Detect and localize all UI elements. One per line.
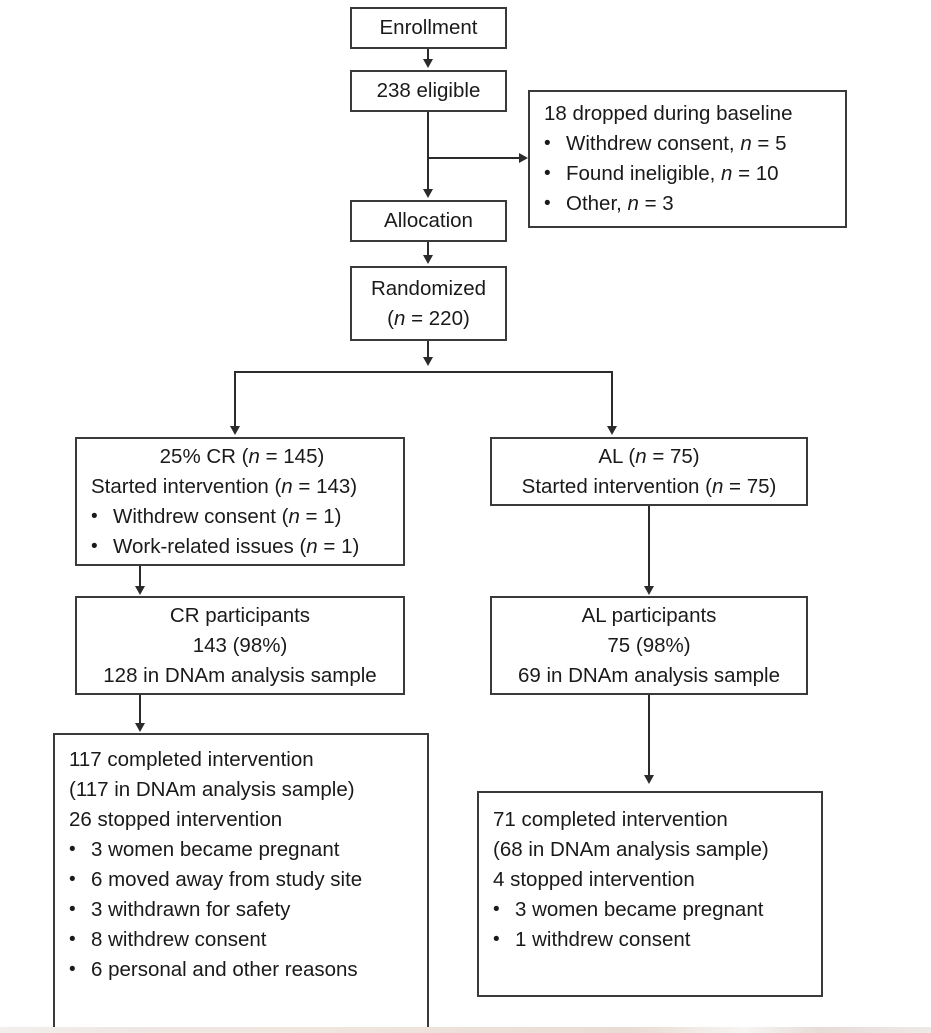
dropped-item-3-n: n xyxy=(627,192,639,215)
dropped-item-1-n: n xyxy=(740,132,752,155)
node-al-arm: AL (n = 75) Started intervention (n = 75… xyxy=(490,437,808,506)
bullet-icon: • xyxy=(493,929,500,950)
arrowhead-cr-participants-to-cr-outcome xyxy=(135,723,145,732)
node-cr-participants: CR participants 143 (98%) 128 in DNAm an… xyxy=(75,596,405,695)
cr-arm-item-1: • Withdrew consent (n = 1) xyxy=(91,502,393,532)
connector-cr-arm-to-cr-participants xyxy=(139,566,141,588)
bullet-icon: • xyxy=(493,899,500,920)
node-cr-arm: 25% CR (n = 145) Started intervention (n… xyxy=(75,437,405,566)
bullet-icon: • xyxy=(69,959,76,980)
bullet-icon: • xyxy=(69,929,76,950)
dropped-item-1-tail: = 5 xyxy=(751,132,787,155)
al-outcome-completed: 71 completed intervention xyxy=(493,808,728,831)
arrowhead-split-to-al-arm xyxy=(607,426,617,435)
cr-participants-count: 143 (98%) xyxy=(192,633,288,657)
connector-cr-participants-to-cr-outcome xyxy=(139,695,141,725)
cr-outcome-item-2: • 6 moved away from study site xyxy=(69,865,417,895)
cr-arm-title: 25% CR (n = 145) xyxy=(159,444,325,468)
node-dropped-during-baseline: 18 dropped during baseline • Withdrew co… xyxy=(528,90,847,228)
bullet-icon: • xyxy=(69,869,76,890)
page-bottom-strip xyxy=(0,1027,931,1033)
arrowhead-allocation-to-randomized xyxy=(423,255,433,264)
al-participants-dnam: 69 in DNAm analysis sample xyxy=(517,663,781,687)
arrowhead-randomized-split xyxy=(423,357,433,366)
dropped-item-2: • Found ineligible, n = 10 xyxy=(544,159,835,189)
connector-allocation-to-randomized xyxy=(427,242,429,256)
connector-enrollment-to-eligible xyxy=(427,49,429,61)
randomized-label: Randomized xyxy=(370,276,487,300)
eligible-label: 238 eligible xyxy=(376,79,481,102)
dropped-item-3: • Other, n = 3 xyxy=(544,189,835,219)
node-enrollment: Enrollment xyxy=(350,7,507,49)
al-arm-started: Started intervention (n = 75) xyxy=(521,474,777,498)
cr-arm-item-2: • Work-related issues (n = 1) xyxy=(91,532,393,562)
bullet-icon: • xyxy=(544,133,551,154)
al-participants-title: AL participants xyxy=(581,603,717,627)
connector-eligible-to-dropped xyxy=(428,157,521,159)
connector-eligible-stem xyxy=(427,112,429,190)
dropped-item-3-tail: = 3 xyxy=(638,192,674,215)
arrowhead-eligible-to-dropped xyxy=(519,153,528,163)
connector-split-right xyxy=(611,371,613,427)
connector-al-arm-to-al-participants xyxy=(648,506,650,588)
arrowhead-cr-arm-to-cr-participants xyxy=(135,586,145,595)
cr-outcome-completed-dnam: (117 in DNAm analysis sample) xyxy=(69,778,355,801)
cr-outcome-item-4: • 8 withdrew consent xyxy=(69,925,417,955)
cr-outcome-completed: 117 completed intervention xyxy=(69,748,314,771)
connector-al-participants-to-al-outcome xyxy=(648,695,650,777)
bullet-icon: • xyxy=(544,193,551,214)
dropped-heading: 18 dropped during baseline xyxy=(544,102,793,125)
allocation-label: Allocation xyxy=(384,209,473,232)
bullet-icon: • xyxy=(544,163,551,184)
connector-split-bar xyxy=(234,371,613,373)
cr-outcome-item-1: • 3 women became pregnant xyxy=(69,835,417,865)
cr-participants-title: CR participants xyxy=(169,603,311,627)
al-participants-count: 75 (98%) xyxy=(607,633,691,657)
dropped-item-2-n: n xyxy=(721,162,733,185)
enrollment-label: Enrollment xyxy=(379,16,478,39)
al-outcome-stopped: 4 stopped intervention xyxy=(493,868,695,891)
dropped-item-1-text: Withdrew consent, xyxy=(566,132,741,155)
connector-randomized-stem xyxy=(427,341,429,359)
bullet-icon: • xyxy=(91,535,98,557)
bullet-icon: • xyxy=(91,505,98,527)
bullet-icon: • xyxy=(69,839,76,860)
randomized-n: (n = 220) xyxy=(387,306,470,330)
bullet-icon: • xyxy=(69,899,76,920)
al-arm-title: AL (n = 75) xyxy=(598,444,700,468)
al-outcome-completed-dnam: (68 in DNAm analysis sample) xyxy=(493,838,769,861)
node-allocation: Allocation xyxy=(350,200,507,242)
cr-outcome-item-3: • 3 withdrawn for safety xyxy=(69,895,417,925)
al-outcome-item-1: • 3 women became pregnant xyxy=(493,895,811,925)
arrowhead-split-to-cr-arm xyxy=(230,426,240,435)
arrowhead-enrollment-to-eligible xyxy=(423,59,433,68)
cr-outcome-item-5: • 6 personal and other reasons xyxy=(69,955,417,985)
arrowhead-al-participants-to-al-outcome xyxy=(644,775,654,784)
arrowhead-al-arm-to-al-participants xyxy=(644,586,654,595)
node-al-outcome: 71 completed intervention (68 in DNAm an… xyxy=(477,791,823,997)
node-randomized: Randomized (n = 220) xyxy=(350,266,507,341)
dropped-item-2-tail: = 10 xyxy=(732,162,779,185)
cr-participants-dnam: 128 in DNAm analysis sample xyxy=(103,663,377,687)
al-outcome-item-2: • 1 withdrew consent xyxy=(493,925,811,955)
arrowhead-eligible-to-allocation xyxy=(423,189,433,198)
node-al-participants: AL participants 75 (98%) 69 in DNAm anal… xyxy=(490,596,808,695)
cr-outcome-stopped: 26 stopped intervention xyxy=(69,808,283,831)
dropped-item-3-text: Other, xyxy=(566,192,628,215)
dropped-item-2-text: Found ineligible, xyxy=(566,162,721,185)
cr-arm-started: Started intervention (n = 143) xyxy=(91,474,358,498)
node-cr-outcome: 117 completed intervention (117 in DNAm … xyxy=(53,733,429,1030)
connector-split-left xyxy=(234,371,236,427)
dropped-item-1: • Withdrew consent, n = 5 xyxy=(544,129,835,159)
node-eligible: 238 eligible xyxy=(350,70,507,112)
